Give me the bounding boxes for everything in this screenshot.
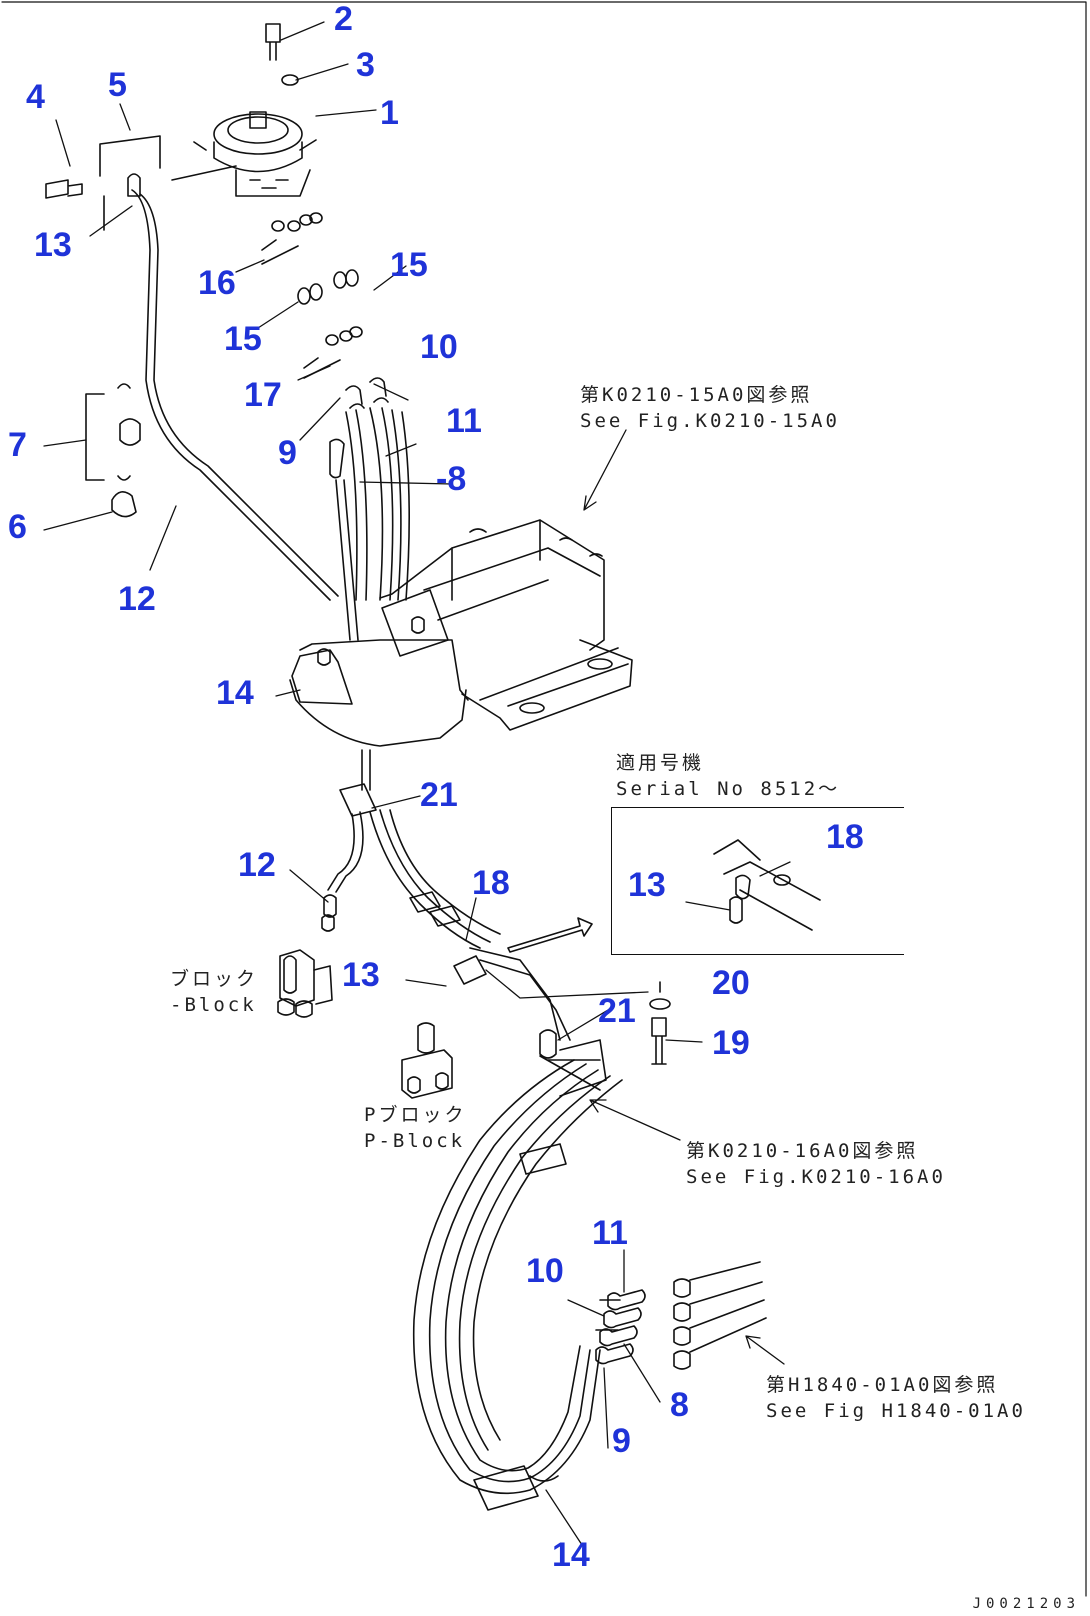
hose-bundle-lower [412,1059,623,1511]
callout-10-upper: 10 [420,328,458,366]
callout-12-lower: 12 [238,846,276,884]
callout-1: 1 [380,94,399,132]
hose-bundle-mid [321,749,607,1097]
callout-4: 4 [26,78,45,116]
callout-18-inset: 18 [826,818,864,856]
callout-21-upper: 21 [420,776,458,814]
callout-3: 3 [356,46,375,84]
callout-15-lower: 15 [224,320,262,358]
leader-lines [43,21,791,1549]
note-serial-applicability: 適用号機 Serial No 8512～ [616,752,841,800]
callout-14-lower: 14 [552,1536,590,1574]
callout-9-lower: 9 [612,1422,631,1460]
console-box [289,519,633,747]
callout-9-upper: 9 [278,434,297,472]
fitting [119,418,141,446]
callout-20: 20 [712,964,750,1002]
callout-13-upper: 13 [34,226,72,264]
mating-hoses [673,1261,767,1370]
block-left [277,949,333,1018]
p-block [401,1022,453,1099]
bracket-7 [85,383,131,481]
o-rings [261,212,363,379]
inset-detail [713,839,821,931]
note-p-block: Pブロック P-Block [364,1104,467,1152]
callout-10-lower: 10 [526,1252,564,1290]
bolt-small [45,179,83,199]
bracket-outline [99,135,237,231]
pointer-arrow [507,917,593,953]
note-ref-h1840-01a0: 第H1840-01A0図参照 See Fig H1840-01A0 [766,1374,1026,1422]
hose-fitting [127,173,141,197]
callout-7: 7 [8,426,27,464]
callout-13-inset: 13 [628,866,666,904]
callout-16: 16 [198,264,236,302]
callout-11-lower: 11 [592,1214,628,1252]
serial-inset-frame [611,807,904,955]
callout-5: 5 [108,66,127,104]
note-ref-k0210-15a0: 第K0210-15A0図参照 See Fig.K0210-15A0 [580,384,840,432]
callout-8-upper: -8 [436,460,467,498]
callout-17: 17 [244,376,282,414]
hose-bundle-upper [329,377,410,641]
callout-12-upper: 12 [118,580,156,618]
callout-18-main: 18 [472,864,510,902]
callout-8-lower: 8 [670,1386,689,1424]
hose-12 [131,189,339,601]
hose-ends-lower [595,1289,646,1365]
callout-2: 2 [334,0,353,38]
note-ref-k0210-16a0: 第K0210-16A0図参照 See Fig.K0210-16A0 [686,1140,946,1188]
callout-14-upper: 14 [216,674,254,712]
note-block-left: ブロック -Block [170,968,259,1016]
callout-19: 19 [712,1024,750,1062]
callout-6: 6 [8,508,27,546]
bolt-19 [651,1017,667,1065]
bolt [265,23,281,61]
bolt-6 [111,491,137,518]
callout-11-upper: 11 [446,402,482,440]
washer-20 [649,998,671,1010]
drawing-number: J0021203 [972,1596,1080,1612]
callout-21-lower: 21 [598,992,636,1030]
ppc-valve [193,111,317,197]
callout-13-main: 13 [342,956,380,994]
callout-15-upper: 15 [390,246,428,284]
